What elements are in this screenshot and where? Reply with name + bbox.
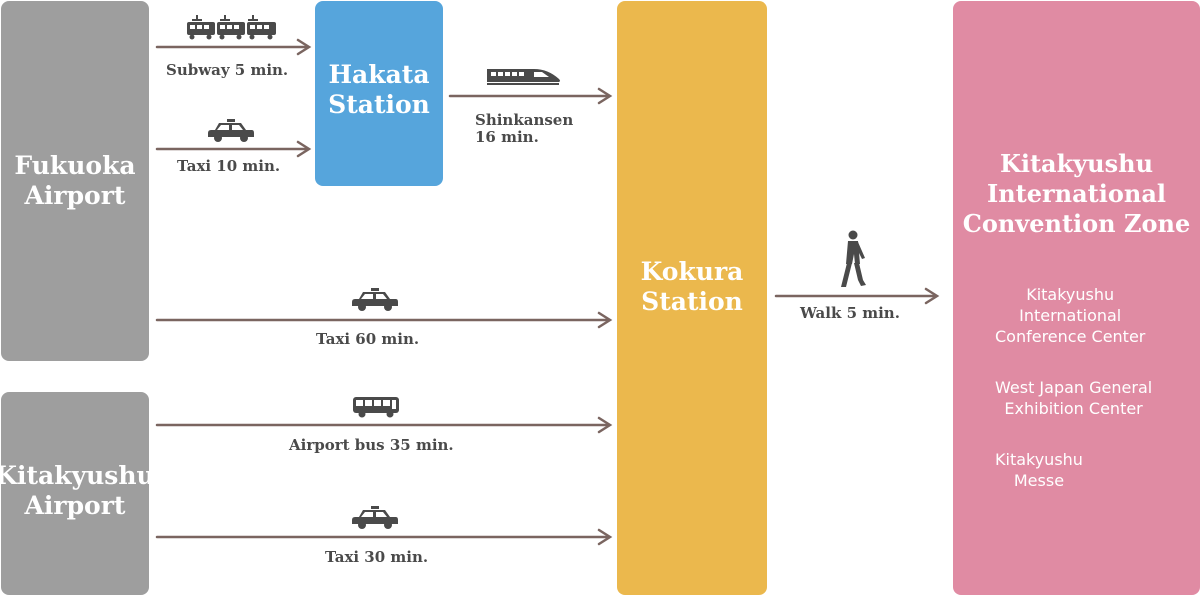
shinkansen-icon <box>487 69 560 85</box>
arrow-taxi-kitakyushu <box>155 528 613 546</box>
arrow-airport-bus <box>155 416 613 434</box>
kitakyushu-airport-label: Kitakyushu Airport <box>0 461 155 520</box>
fukuoka-airport-label: Fukuoka Airport <box>14 151 136 210</box>
taxi-icon <box>208 119 254 142</box>
fukuoka-airport-box: Fukuoka Airport <box>1 1 149 361</box>
taxi-kitakyushu-label: Taxi 30 min. <box>325 548 429 566</box>
hakata-station-label: Hakata Station <box>328 59 430 119</box>
bus-icon <box>353 397 399 418</box>
convention-zone-title: Kitakyushu International Convention Zone <box>962 149 1191 238</box>
arrow-shinkansen <box>448 87 613 105</box>
subway-label: Subway 5 min. <box>166 61 289 79</box>
kitakyushu-airport-box: Kitakyushu Airport <box>0 392 155 595</box>
train-icon <box>187 15 276 40</box>
arrow-taxi-kokura <box>155 311 613 329</box>
taxi-icon <box>352 506 398 529</box>
kokura-station-box: Kokura Station <box>617 1 767 595</box>
shinkansen-label: Shinkansen 16 min. <box>475 111 574 146</box>
convention-zone-box: Kitakyushu International Convention Zone… <box>953 1 1200 595</box>
kokura-station-label: Kokura Station <box>640 257 744 316</box>
taxi-icon <box>352 288 398 311</box>
arrow-walk <box>774 287 940 305</box>
venue-messe: Kitakyushu Messe <box>995 450 1083 490</box>
walk-label: Walk 5 min. <box>800 304 900 322</box>
airport-bus-label: Airport bus 35 min. <box>289 436 454 454</box>
arrow-taxi-hakata <box>155 140 312 158</box>
arrow-subway <box>155 38 312 56</box>
walking-person-icon <box>841 230 866 287</box>
venue-conference-center: Kitakyushu International Conference Cent… <box>995 285 1146 346</box>
taxi-kokura-label: Taxi 60 min. <box>316 330 420 348</box>
venue-exhibition-center: West Japan General Exhibition Center <box>995 378 1153 418</box>
taxi-hakata-label: Taxi 10 min. <box>177 157 281 175</box>
hakata-station-box: Hakata Station <box>315 1 443 186</box>
